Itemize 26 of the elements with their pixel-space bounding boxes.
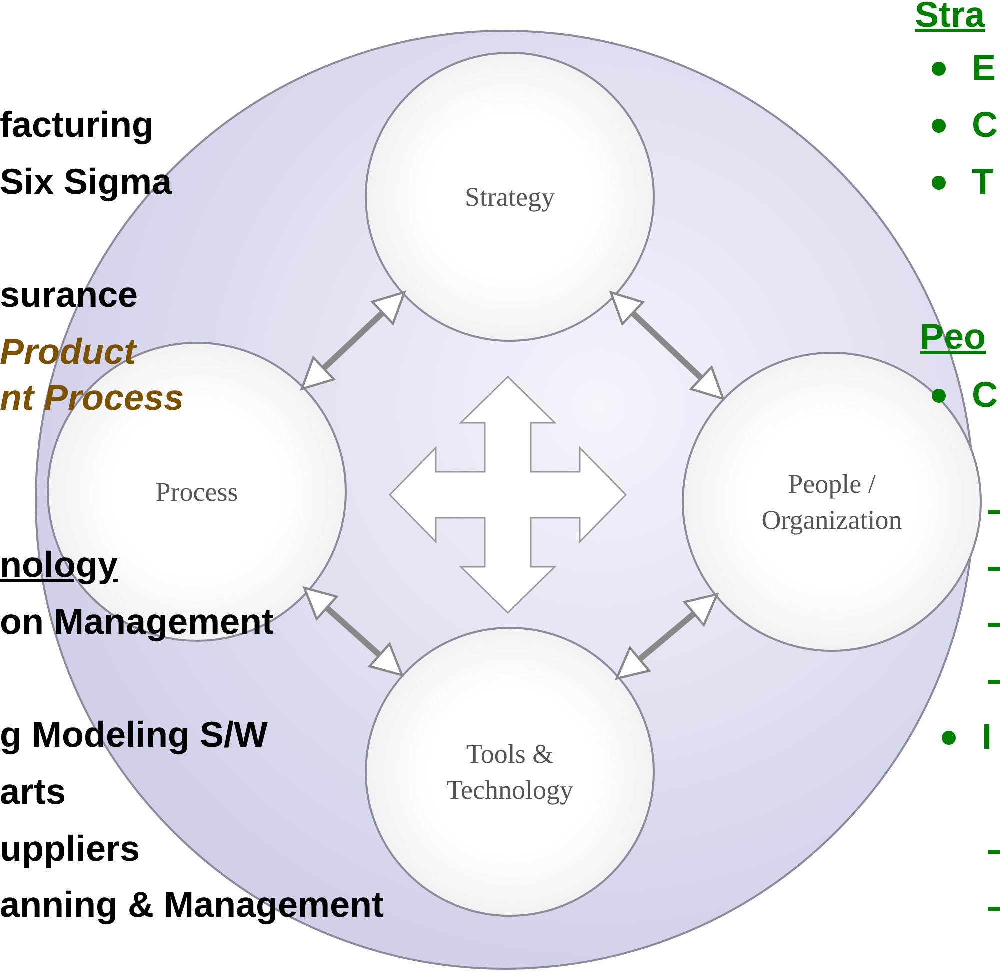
list-item: g Modeling S/W: [0, 715, 268, 755]
section-heading: Stra: [915, 0, 986, 35]
list-item: Product: [0, 332, 136, 372]
double-arrow: [300, 291, 406, 390]
double-arrow: [610, 292, 724, 400]
list-item: Six Sigma: [0, 162, 172, 202]
list-item: C: [972, 375, 998, 415]
list-item: I: [982, 717, 992, 757]
list-item: nt Process: [0, 378, 184, 418]
section-heading: Peo: [920, 317, 986, 357]
node-label: Process: [154, 476, 240, 509]
node-label: Strategy: [464, 181, 556, 214]
list-item: uppliers: [0, 829, 140, 869]
list-item: on Management: [0, 602, 274, 642]
list-item: T: [972, 162, 994, 202]
node-label: People / Organization: [760, 468, 904, 537]
list-item: E: [972, 48, 996, 88]
list-item: C: [972, 105, 998, 145]
double-arrow: [303, 586, 404, 676]
list-item: facturing: [0, 105, 154, 145]
section-heading: nology: [0, 545, 118, 585]
double-arrow: [616, 593, 718, 680]
list-item: anning & Management: [0, 885, 384, 925]
node-label: Tools & Technology: [445, 738, 575, 807]
list-item: surance: [0, 275, 138, 315]
list-item: arts: [0, 772, 66, 812]
